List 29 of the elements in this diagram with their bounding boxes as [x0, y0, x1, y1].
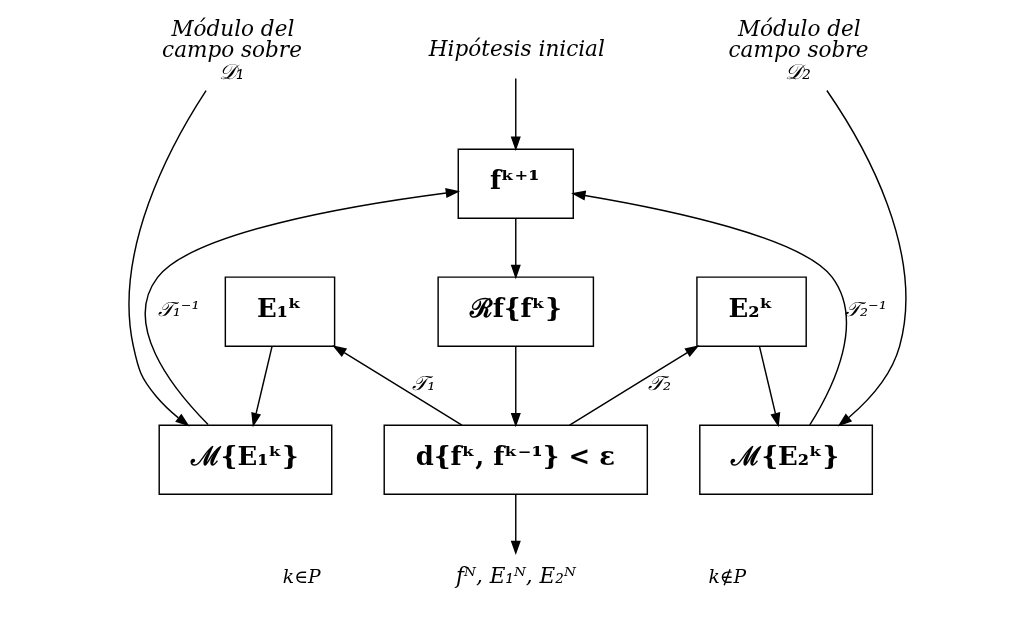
node-text: Módulo del campo sobre 𝒟₁ — [161, 15, 302, 84]
label: k∉P — [707, 565, 746, 587]
arrow — [510, 345, 521, 428]
node-box: fᵏ⁺¹ — [457, 148, 574, 219]
arrow — [510, 217, 521, 280]
node-box: ℛf{fᵏ} — [436, 276, 594, 347]
arrow — [510, 494, 521, 556]
label: k∈P — [282, 565, 321, 587]
node-text: Módulo del campo sobre 𝒟₂ — [728, 15, 868, 84]
arrow — [331, 345, 463, 426]
arrow — [758, 345, 780, 428]
edge-label: 𝒯₂ — [647, 370, 671, 395]
node-box: E₂ᵏ — [695, 276, 807, 347]
arrow — [510, 77, 521, 151]
node-text: Hipótesis inicial — [428, 35, 605, 61]
node-box: ℳ{E₁ᵏ} — [158, 424, 332, 495]
arrow — [144, 188, 460, 426]
node-text: fᴺ, E₁ᴺ, E₂ᴺ — [455, 562, 576, 588]
arrow — [127, 89, 207, 427]
node-box: d{fᵏ, fᵏ⁻¹} < ε — [383, 424, 648, 495]
edge-label: 𝒯₂⁻¹ — [844, 296, 887, 321]
node-box: ℳ{E₂ᵏ} — [698, 424, 873, 495]
arrow — [568, 345, 699, 426]
arrow — [250, 345, 273, 428]
arrow — [825, 89, 907, 427]
edge-label: 𝒯₁ — [411, 370, 435, 395]
edge-label: 𝒯₁⁻¹ — [157, 296, 200, 321]
arrow — [570, 190, 847, 426]
node-box: E₁ᵏ — [224, 276, 335, 347]
